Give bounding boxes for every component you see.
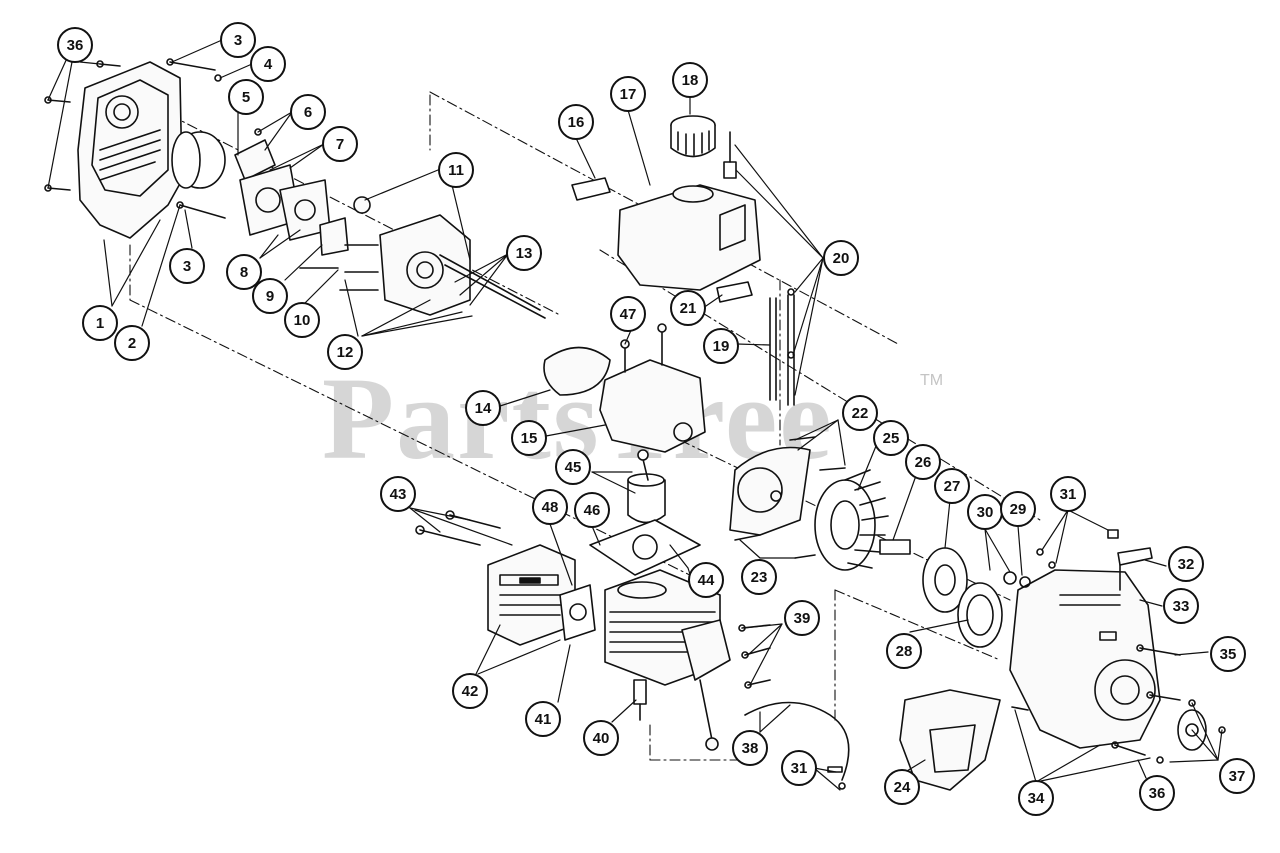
callout-15: 15: [511, 420, 547, 456]
muffler-screws: [415, 510, 501, 546]
housing-screws: [1011, 644, 1181, 756]
callout-23: 23: [741, 559, 777, 595]
callout-34: 34: [1018, 780, 1054, 816]
callout-46: 46: [574, 492, 610, 528]
callout-2: 2: [114, 325, 150, 361]
callout-26: 26: [905, 444, 941, 480]
callout-10: 10: [284, 302, 320, 338]
callout-7: 7: [322, 126, 358, 162]
callout-14: 14: [465, 390, 501, 426]
starter-handle: [1117, 547, 1153, 591]
callout-41: 41: [525, 701, 561, 737]
callout-17: 17: [610, 76, 646, 112]
base-gasket: [589, 519, 701, 576]
intake-adapter: [339, 196, 546, 319]
carburetor-parts: [234, 96, 349, 269]
callout-35: 35: [1210, 636, 1246, 672]
crankcase: [543, 323, 706, 453]
callout-12: 12: [327, 334, 363, 370]
callout-1: 1: [82, 305, 118, 341]
callout-40: 40: [583, 720, 619, 756]
callout-31: 31: [1050, 476, 1086, 512]
callout-44: 44: [688, 562, 724, 598]
callout-28: 28: [886, 633, 922, 669]
starter-hub: [879, 539, 911, 555]
callout-30: 30: [967, 494, 1003, 530]
callout-45: 45: [555, 449, 591, 485]
callout-38: 38: [732, 730, 768, 766]
filter-element: [171, 131, 226, 189]
tank-mount-hardware: [723, 131, 795, 406]
callout-43: 43: [380, 476, 416, 512]
flywheel-housing: [729, 436, 846, 559]
starter-pulley: [922, 547, 968, 613]
leader-lines: [47, 39, 1223, 791]
callout-29: 29: [1000, 491, 1036, 527]
callout-27: 27: [934, 468, 970, 504]
callout-33: 33: [1163, 588, 1199, 624]
starter-housing: [1009, 569, 1161, 749]
muffler: [487, 544, 576, 646]
callout-19: 19: [703, 328, 739, 364]
callout-37: 37: [1219, 758, 1255, 794]
callout-48: 48: [532, 489, 568, 525]
callout-25: 25: [873, 420, 909, 456]
muffler-gasket: [559, 584, 596, 641]
callout-3b: 3: [169, 248, 205, 284]
callout-36: 36: [57, 27, 93, 63]
callout-47: 47: [610, 296, 646, 332]
small-fasteners: [1003, 529, 1119, 588]
rewind-spring: [957, 582, 1003, 648]
watermark-trademark: TM: [920, 372, 944, 389]
callout-16: 16: [558, 104, 594, 140]
piston: [627, 449, 666, 524]
callout-22: 22: [842, 395, 878, 431]
callout-42: 42: [452, 673, 488, 709]
callout-32: 32: [1168, 546, 1204, 582]
spark-plug: [633, 679, 647, 721]
callout-36b: 36: [1139, 775, 1175, 811]
callout-21: 21: [670, 290, 706, 326]
fuel-cap: [670, 115, 716, 158]
air-filter-cover: [77, 61, 183, 239]
callout-4: 4: [250, 46, 286, 82]
assembly-axis-lines: [129, 91, 1041, 761]
callout-39: 39: [784, 600, 820, 636]
fuel-tank: [617, 184, 761, 291]
callout-6: 6: [290, 94, 326, 130]
callout-24: 24: [884, 769, 920, 805]
callout-11: 11: [438, 152, 474, 188]
callout-18: 18: [672, 62, 708, 98]
callout-3: 3: [220, 22, 256, 58]
callout-20: 20: [823, 240, 859, 276]
tank-straps: [571, 177, 753, 303]
flywheel: [814, 469, 889, 571]
callout-5: 5: [228, 79, 264, 115]
callout-31b: 31: [781, 750, 817, 786]
callout-9: 9: [252, 278, 288, 314]
ignition-coil: [681, 619, 731, 751]
callout-13: 13: [506, 235, 542, 271]
throttle-handle: [899, 689, 1001, 791]
